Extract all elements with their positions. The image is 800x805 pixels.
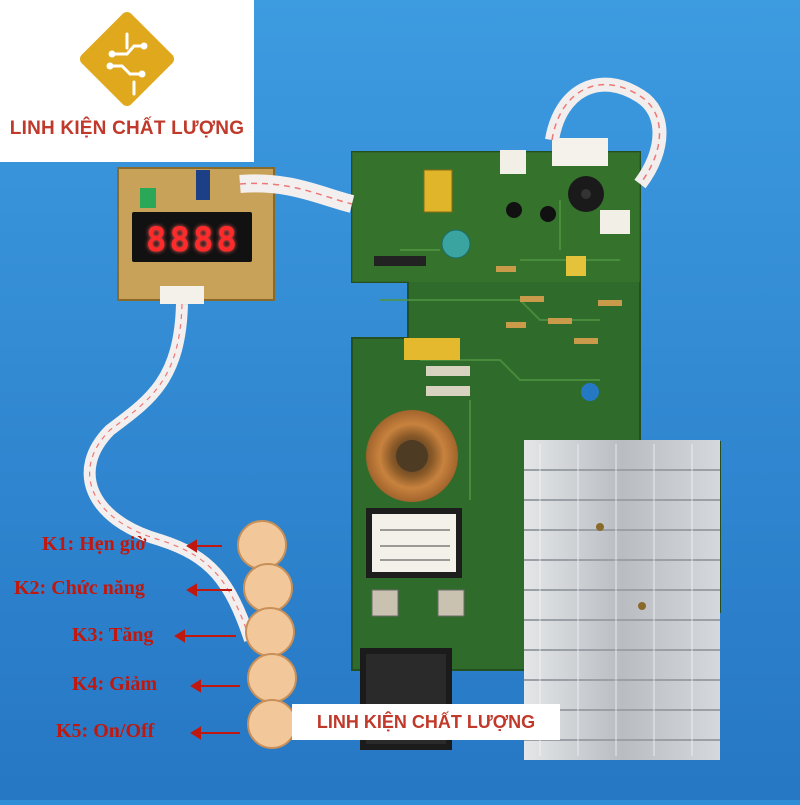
key-label-k3: K3: Tăng <box>72 624 154 646</box>
pcb-components <box>374 138 630 401</box>
key-label-k2: K2: Chức năng <box>14 577 145 599</box>
brand-logo-box: LINH KIỆN CHẤT LƯỢNG <box>0 0 254 162</box>
circuit-diamond-logo-icon <box>79 11 175 107</box>
touch-keys <box>237 520 297 749</box>
key-label-k4: K4: Giảm <box>72 673 157 695</box>
watermark-banner: LINH KIỆN CHẤT LƯỢNG <box>292 704 560 740</box>
label-arrows <box>174 539 240 740</box>
key-label-k5: K5: On/Off <box>56 720 155 742</box>
brand-name: LINH KIỆN CHẤT LƯỢNG <box>9 118 245 139</box>
seven-segment-display: 8888 <box>146 220 240 260</box>
key-label-k1: K1: Hẹn giờ <box>42 533 147 555</box>
